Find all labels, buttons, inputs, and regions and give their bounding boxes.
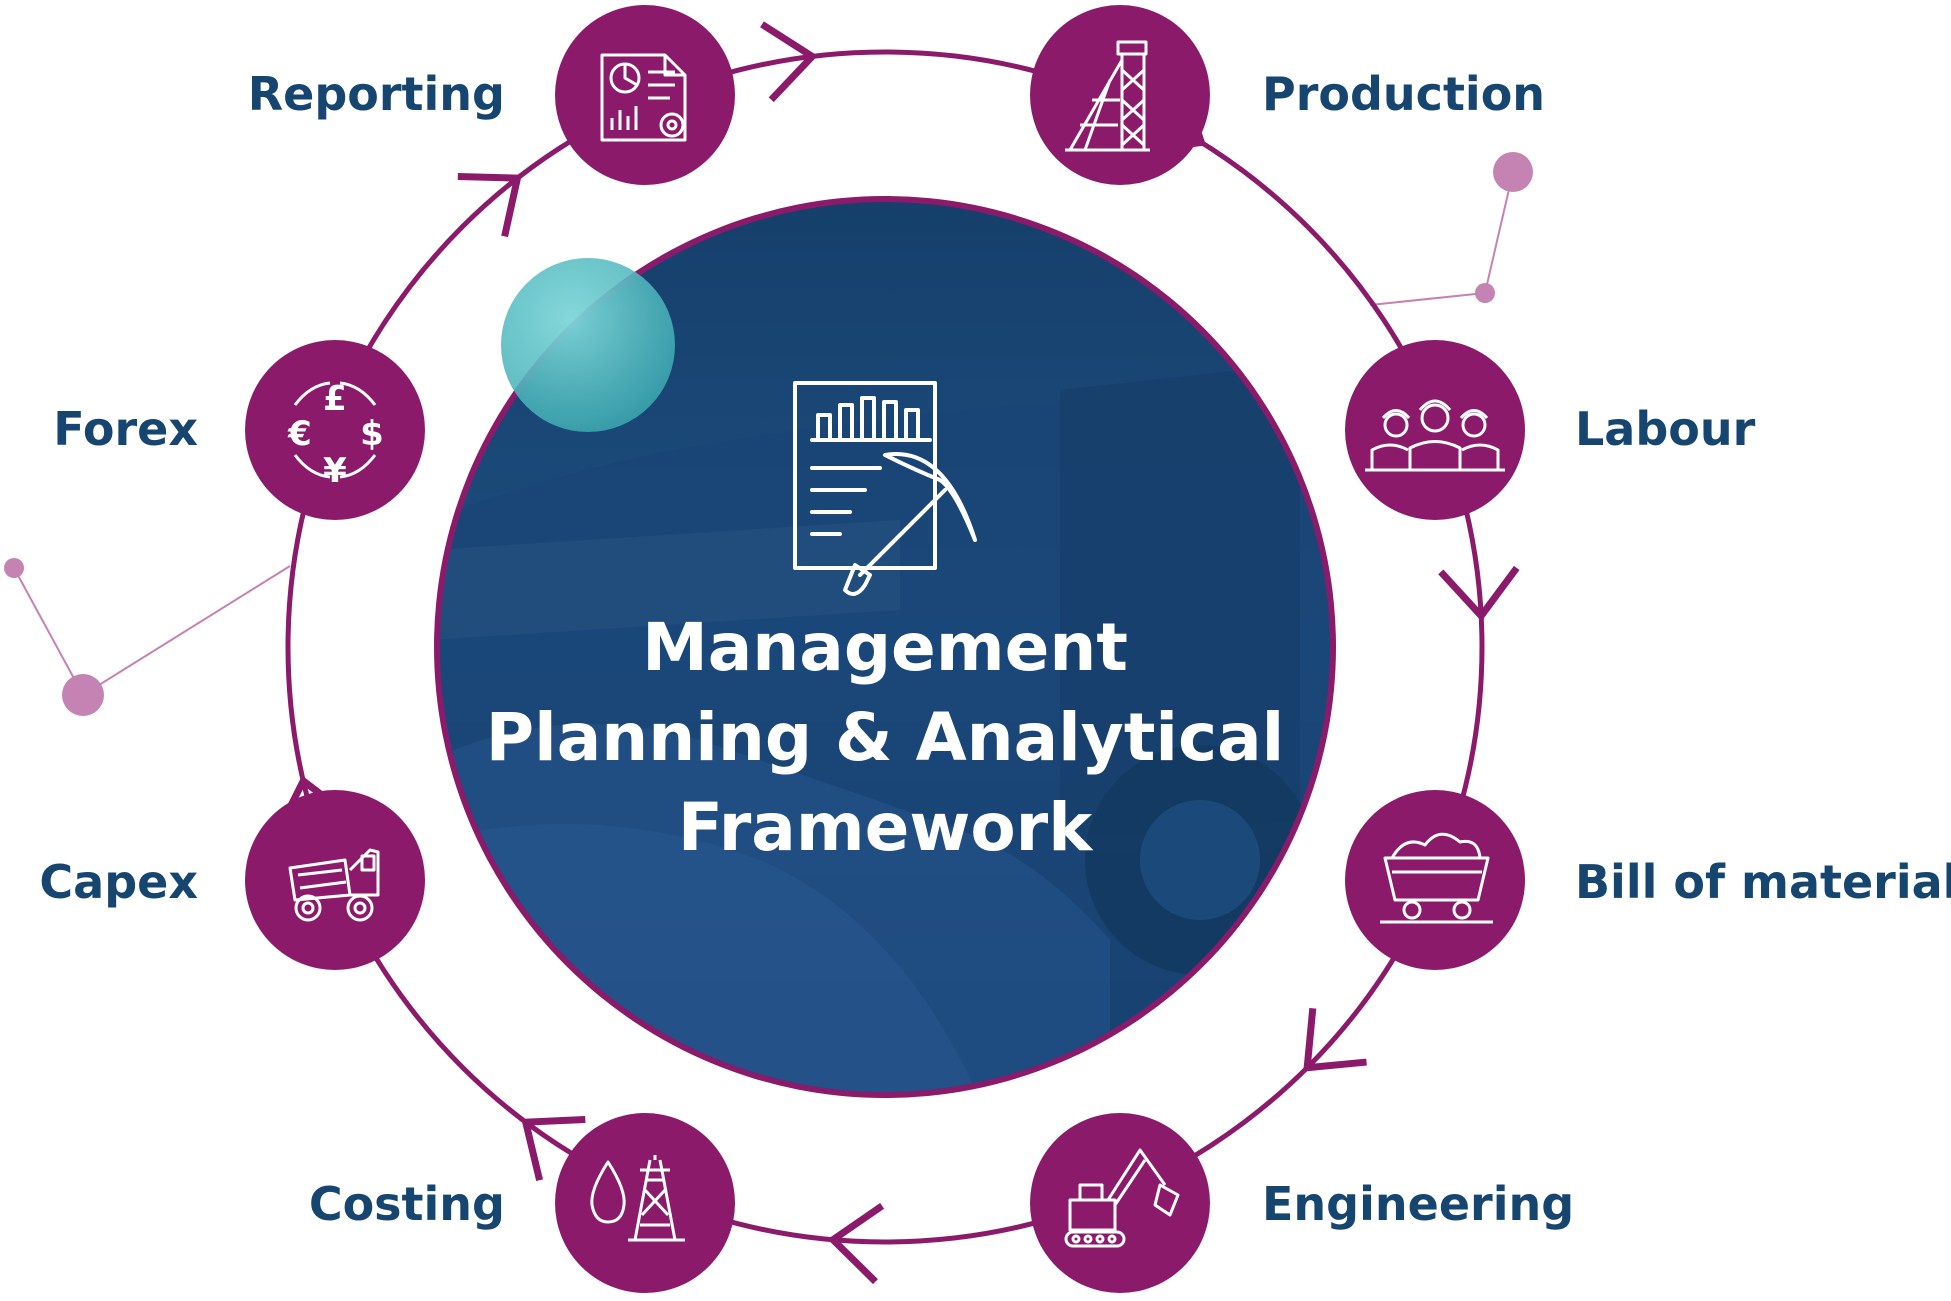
- center-circle: Management Planning & Analytical Framewo…: [434, 196, 1336, 1098]
- teal-bubble: [501, 258, 675, 432]
- node-reporting: Reporting: [248, 5, 735, 185]
- svg-text:$: $: [360, 414, 384, 454]
- workers-icon: [1365, 399, 1505, 472]
- node-labour: Labour: [1345, 340, 1756, 520]
- cycle-ring: [285, 49, 1485, 1245]
- report-chart-icon: [600, 53, 687, 142]
- node-label-reporting: Reporting: [248, 67, 505, 121]
- node-label-production: Production: [1262, 67, 1545, 121]
- node-production: Production: [1030, 5, 1545, 185]
- svg-text:€: €: [287, 414, 312, 454]
- headframe-tower-icon: [1065, 40, 1150, 152]
- node-forex: £ € $ ¥ Forex: [53, 340, 425, 520]
- node-costing: Costing: [309, 1113, 735, 1293]
- direction-arrow: [521, 1116, 586, 1182]
- node-label-engineering: Engineering: [1262, 1177, 1574, 1231]
- excavator-icon: [1064, 1148, 1180, 1248]
- node-capex: Capex: [39, 790, 425, 970]
- direction-arrow: [827, 1203, 885, 1285]
- node-label-labour: Labour: [1575, 402, 1756, 456]
- mine-cart-icon: [1380, 832, 1493, 924]
- direction-arrow: [760, 21, 818, 103]
- report-pickaxe-icon: [793, 381, 977, 596]
- currency-exchange-icon: £ € $ ¥: [287, 379, 384, 491]
- center-title-line-1: Management: [642, 609, 1128, 686]
- accent-dots-left: [4, 558, 291, 716]
- node-label-bill-of-material: Bill of material: [1575, 855, 1951, 909]
- center-title-line-2: Planning & Analytical: [486, 699, 1285, 776]
- node-label-forex: Forex: [53, 402, 198, 456]
- svg-text:£: £: [323, 379, 347, 419]
- direction-arrow: [1303, 1007, 1367, 1072]
- accent-dots-right: [1369, 152, 1533, 306]
- svg-text:¥: ¥: [323, 451, 347, 491]
- node-bill-of-material: Bill of material: [1345, 790, 1951, 970]
- direction-arrow: [457, 173, 522, 238]
- center-title-line-3: Framework: [678, 789, 1094, 866]
- oil-drop-pylon-icon: [590, 1155, 685, 1242]
- node-engineering: Engineering: [1030, 1113, 1574, 1293]
- direction-arrow: [1438, 565, 1520, 622]
- node-label-capex: Capex: [39, 855, 198, 909]
- node-label-costing: Costing: [309, 1177, 505, 1231]
- dump-truck-icon: [288, 848, 380, 922]
